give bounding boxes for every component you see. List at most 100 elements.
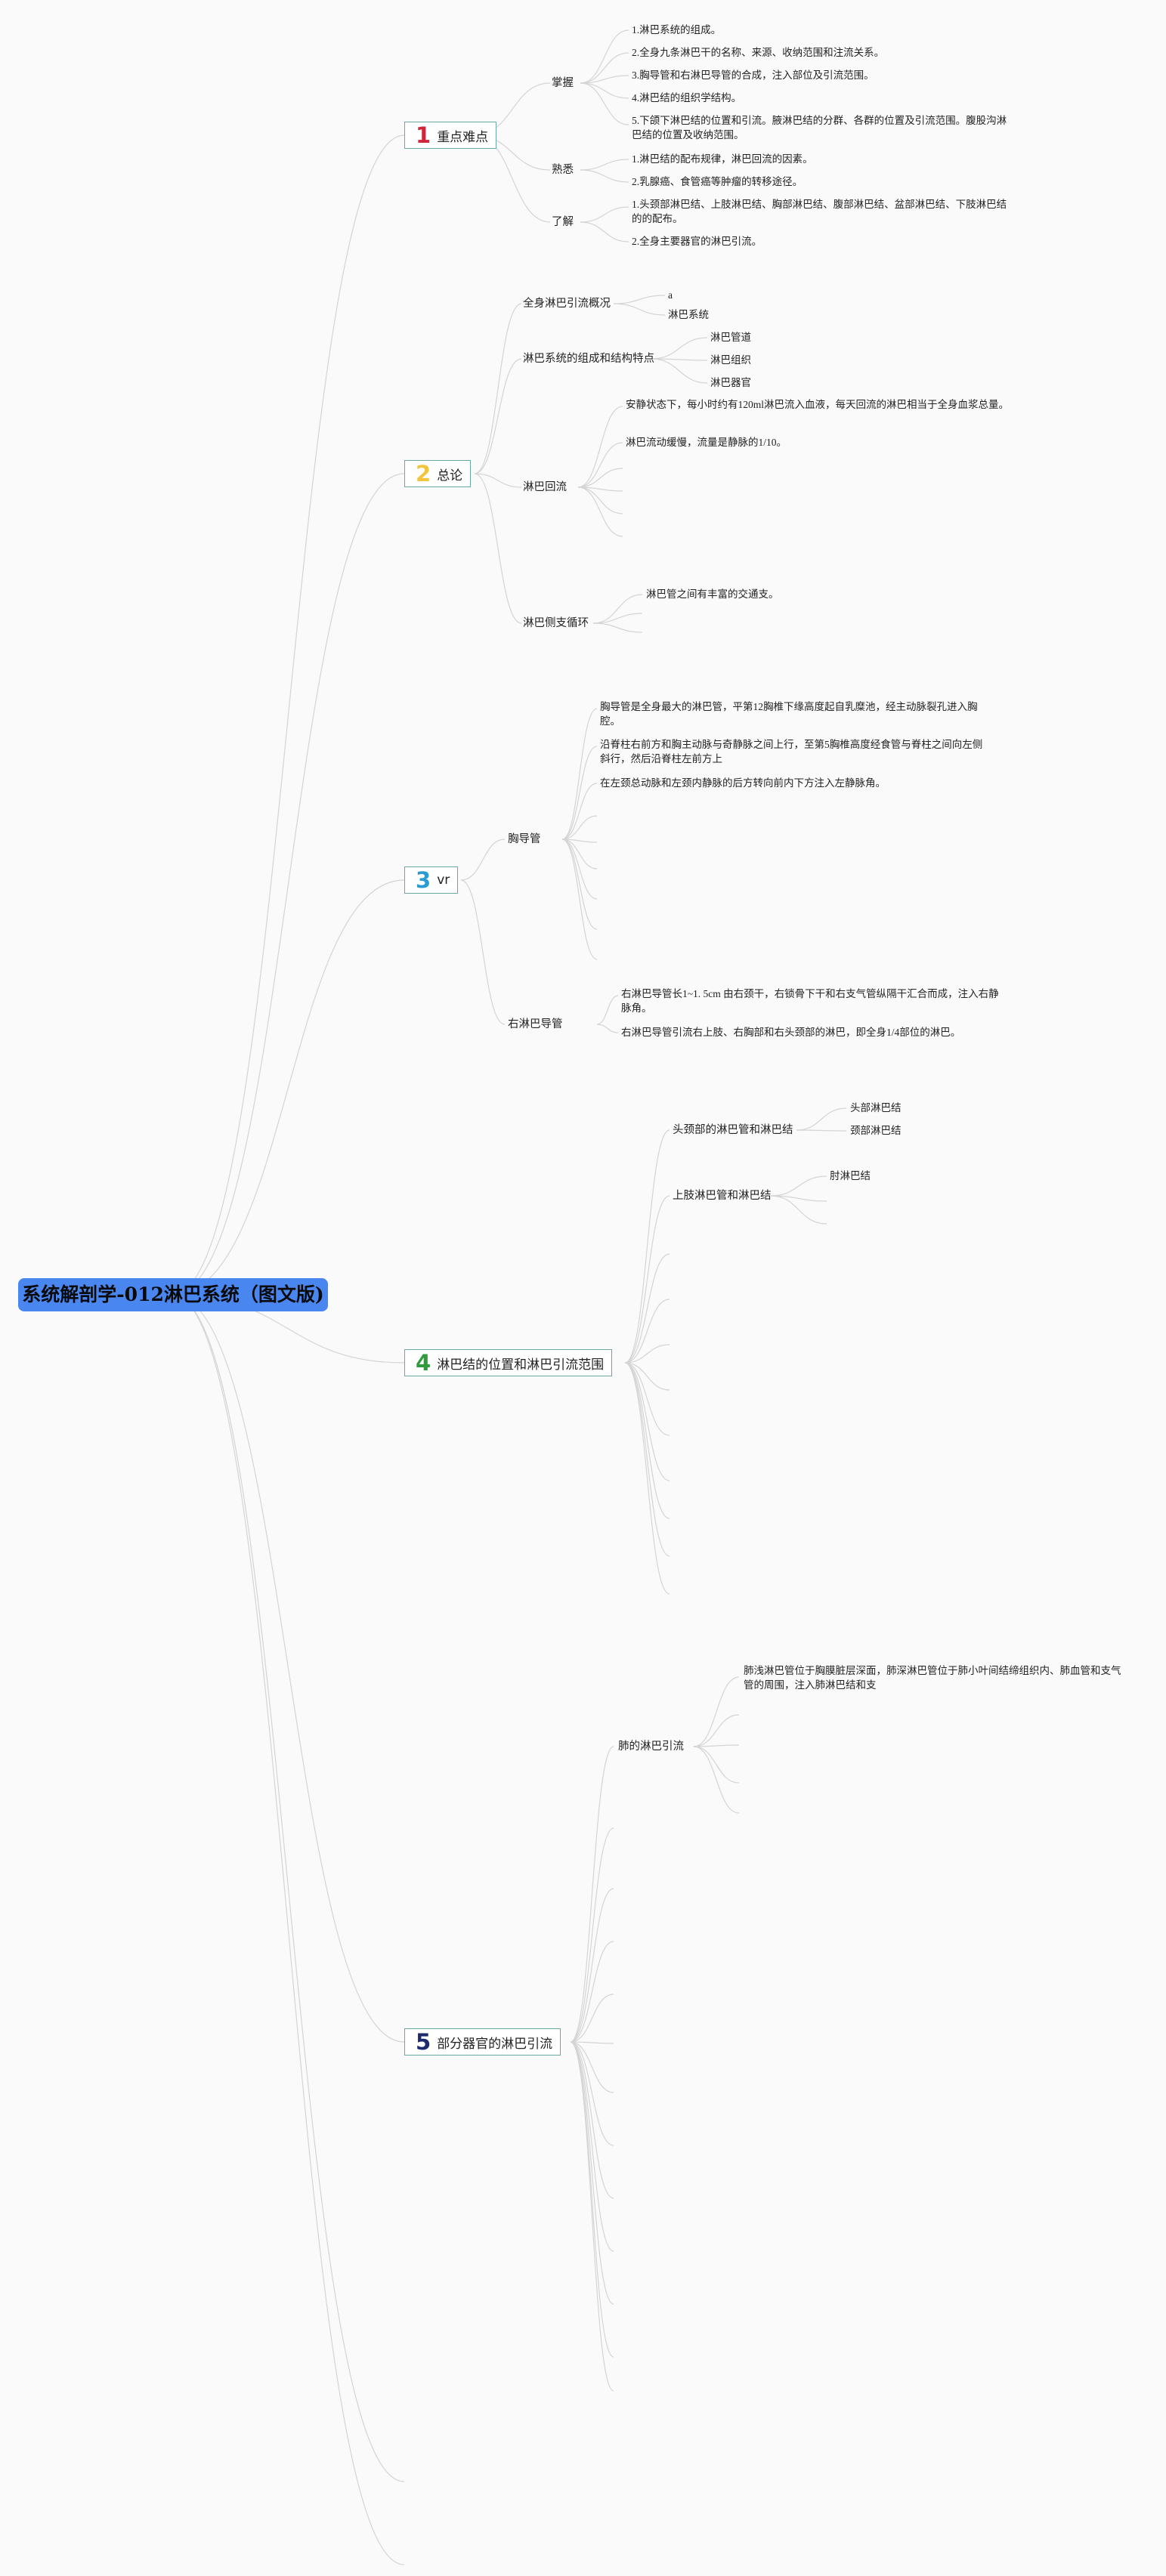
- connector-line: [570, 2041, 614, 2305]
- connector-line: [596, 1024, 619, 1033]
- connector-line: [561, 815, 598, 840]
- connector-line: [570, 1888, 614, 2043]
- leaf-text[interactable]: 淋巴组织: [710, 354, 751, 366]
- connector-line: [651, 337, 708, 360]
- connector-line: [474, 473, 522, 624]
- connector-line: [624, 1253, 670, 1364]
- connector-line: [474, 358, 522, 474]
- section-label: vr: [437, 873, 450, 888]
- connector-line: [580, 159, 629, 171]
- leaf-text[interactable]: 胸导管是全身最大的淋巴管，平第12胸椎下缘高度起自乳糜池，经主动脉裂孔进入胸腔。: [600, 701, 978, 727]
- section-number: 3: [416, 866, 431, 893]
- subtopic[interactable]: 淋巴回流: [523, 481, 567, 493]
- leaf-text[interactable]: 安静状态下，每小时约有120ml淋巴流入血液，每天回流的淋巴相当于全身血浆总量。: [626, 399, 1010, 410]
- leaf-text[interactable]: 1.淋巴结的配布规律，淋巴回流的因素。: [632, 153, 813, 165]
- subtopic[interactable]: 肺的淋巴引流: [618, 1740, 684, 1753]
- connector-line: [693, 1676, 740, 1747]
- section-label: 总论: [437, 468, 463, 483]
- connector-line: [561, 839, 598, 900]
- section-4-topic[interactable]: 4 淋巴结的位置和淋巴引流范围: [404, 1349, 613, 1376]
- section-label: 重点难点: [437, 129, 489, 145]
- connector-line: [460, 879, 506, 1025]
- connector-line: [624, 1362, 670, 1519]
- section-3-topic[interactable]: 3 vr: [404, 866, 459, 894]
- section-1-topic[interactable]: 1 重点难点: [404, 122, 497, 149]
- connector-line: [570, 1827, 614, 2043]
- leaf-text[interactable]: 1.头颈部淋巴结、上肢淋巴结、胸部淋巴结、腹部淋巴结、盆部淋巴结、下肢淋巴结的的…: [632, 199, 1007, 224]
- subtopic[interactable]: 熟悉: [552, 164, 574, 176]
- connector-line: [577, 486, 623, 537]
- leaf-text[interactable]: 4.淋巴结的组织学结构。: [632, 92, 742, 103]
- connector-line: [570, 2041, 614, 2199]
- leaf-text[interactable]: 2.全身主要器官的淋巴引流。: [632, 236, 762, 247]
- connector-line: [577, 468, 623, 488]
- leaf-text[interactable]: 淋巴器官: [710, 377, 751, 388]
- leaf-text[interactable]: 淋巴管之间有丰富的交通支。: [646, 588, 779, 600]
- leaf-text[interactable]: 沿脊柱右前方和胸主动脉与奇静脉之间上行，至第5胸椎高度经食管与脊柱之间向左侧斜行…: [600, 739, 983, 764]
- connector-line: [577, 406, 623, 488]
- connector-line: [693, 1746, 740, 1784]
- leaf-text[interactable]: 淋巴流动缓慢，流量是静脉的1/10。: [626, 437, 787, 448]
- leaf-text[interactable]: 颈部淋巴结: [850, 1125, 902, 1136]
- connector-line: [570, 1941, 614, 2043]
- connector-line: [570, 2041, 614, 2093]
- section-5-topic[interactable]: 5 部分器官的淋巴引流: [404, 2028, 561, 2056]
- connector-line: [172, 1294, 405, 2043]
- leaf-text[interactable]: 5.下颌下淋巴结的位置和引流。腋淋巴结的分群、各群的位置及引流范围。腹股沟淋巴结…: [632, 115, 1007, 141]
- connector-line: [172, 1294, 405, 2482]
- connector-line: [561, 783, 598, 840]
- connector-line: [613, 303, 666, 316]
- connector-line: [580, 82, 629, 125]
- section-label: 淋巴结的位置和淋巴引流范围: [437, 1357, 605, 1373]
- connector-line: [172, 1294, 405, 2565]
- connector-line: [624, 1195, 670, 1364]
- connector-line: [580, 206, 629, 223]
- connector-line: [561, 708, 598, 840]
- root-topic[interactable]: 系统解剖学-012淋巴系统（图文版): [18, 1278, 328, 1311]
- connector-line: [172, 879, 405, 1296]
- leaf-text[interactable]: 在左颈总动脉和左颈内静脉的后方转向前内下方注入左静脉角。: [600, 777, 886, 789]
- connector-line: [651, 358, 708, 384]
- connector-line: [580, 169, 629, 183]
- leaf-text[interactable]: 2.全身九条淋巴干的名称、来源、收纳范围和注流关系。: [632, 47, 885, 58]
- leaf-text[interactable]: 2.乳腺癌、食管癌等肿瘤的转移途径。: [632, 176, 803, 187]
- leaf-text[interactable]: 头部淋巴结: [850, 1102, 902, 1113]
- connector-line: [651, 358, 708, 361]
- subtopic[interactable]: 掌握: [552, 77, 574, 89]
- subtopic[interactable]: 头颈部的淋巴管和淋巴结: [673, 1124, 793, 1136]
- leaf-text[interactable]: 淋巴管道: [710, 332, 751, 343]
- leaf-text[interactable]: a: [668, 289, 673, 301]
- section-2-topic[interactable]: 2 总论: [404, 460, 472, 487]
- subtopic[interactable]: 淋巴系统的组成和结构特点: [523, 353, 654, 365]
- leaf-text[interactable]: 3.胸导管和右淋巴导管的合成，注入部位及引流范围。: [632, 69, 874, 81]
- connector-line: [577, 486, 623, 514]
- leaf-text[interactable]: 淋巴系统: [668, 309, 709, 320]
- connector-line: [592, 594, 643, 624]
- leaf-text[interactable]: 肘淋巴结: [830, 1170, 871, 1181]
- section-number: 2: [416, 460, 431, 486]
- subtopic[interactable]: 淋巴侧支循环: [523, 617, 589, 629]
- connector-line: [770, 1195, 827, 1202]
- leaf-text[interactable]: 右淋巴导管引流右上肢、右胸部和右头颈部的淋巴，即全身1/4部位的淋巴。: [621, 1027, 961, 1038]
- connector-line: [580, 52, 629, 84]
- subtopic[interactable]: 全身淋巴引流概况: [523, 298, 611, 310]
- connector-line: [592, 613, 643, 624]
- subtopic[interactable]: 了解: [552, 216, 574, 228]
- section-number: 4: [416, 1349, 431, 1376]
- connector-line: [561, 839, 598, 960]
- connector-line: [770, 1195, 827, 1225]
- connector-line: [474, 303, 522, 474]
- connector-line: [561, 839, 598, 869]
- leaf-text[interactable]: 肺浅淋巴管位于胸膜脏层深面，肺深淋巴管位于肺小叶间结缔组织内、肺血管和支气管的周…: [744, 1665, 1121, 1691]
- leaf-text[interactable]: 右淋巴导管长1~1. 5cm 由右颈干，右锁骨下干和右支气管纵隔干汇合而成，注入…: [621, 988, 999, 1014]
- connector-line: [580, 75, 629, 84]
- subtopic[interactable]: 右淋巴导管: [508, 1018, 563, 1030]
- subtopic[interactable]: 上肢淋巴管和淋巴结: [673, 1190, 772, 1202]
- leaf-text[interactable]: 1.淋巴系统的组成。: [632, 24, 722, 36]
- connector-line: [580, 82, 629, 99]
- connector-line: [693, 1744, 740, 1747]
- connector-line: [796, 1129, 847, 1132]
- connector-line: [624, 1129, 670, 1364]
- connector-line: [474, 473, 522, 488]
- subtopic[interactable]: 胸导管: [508, 833, 541, 845]
